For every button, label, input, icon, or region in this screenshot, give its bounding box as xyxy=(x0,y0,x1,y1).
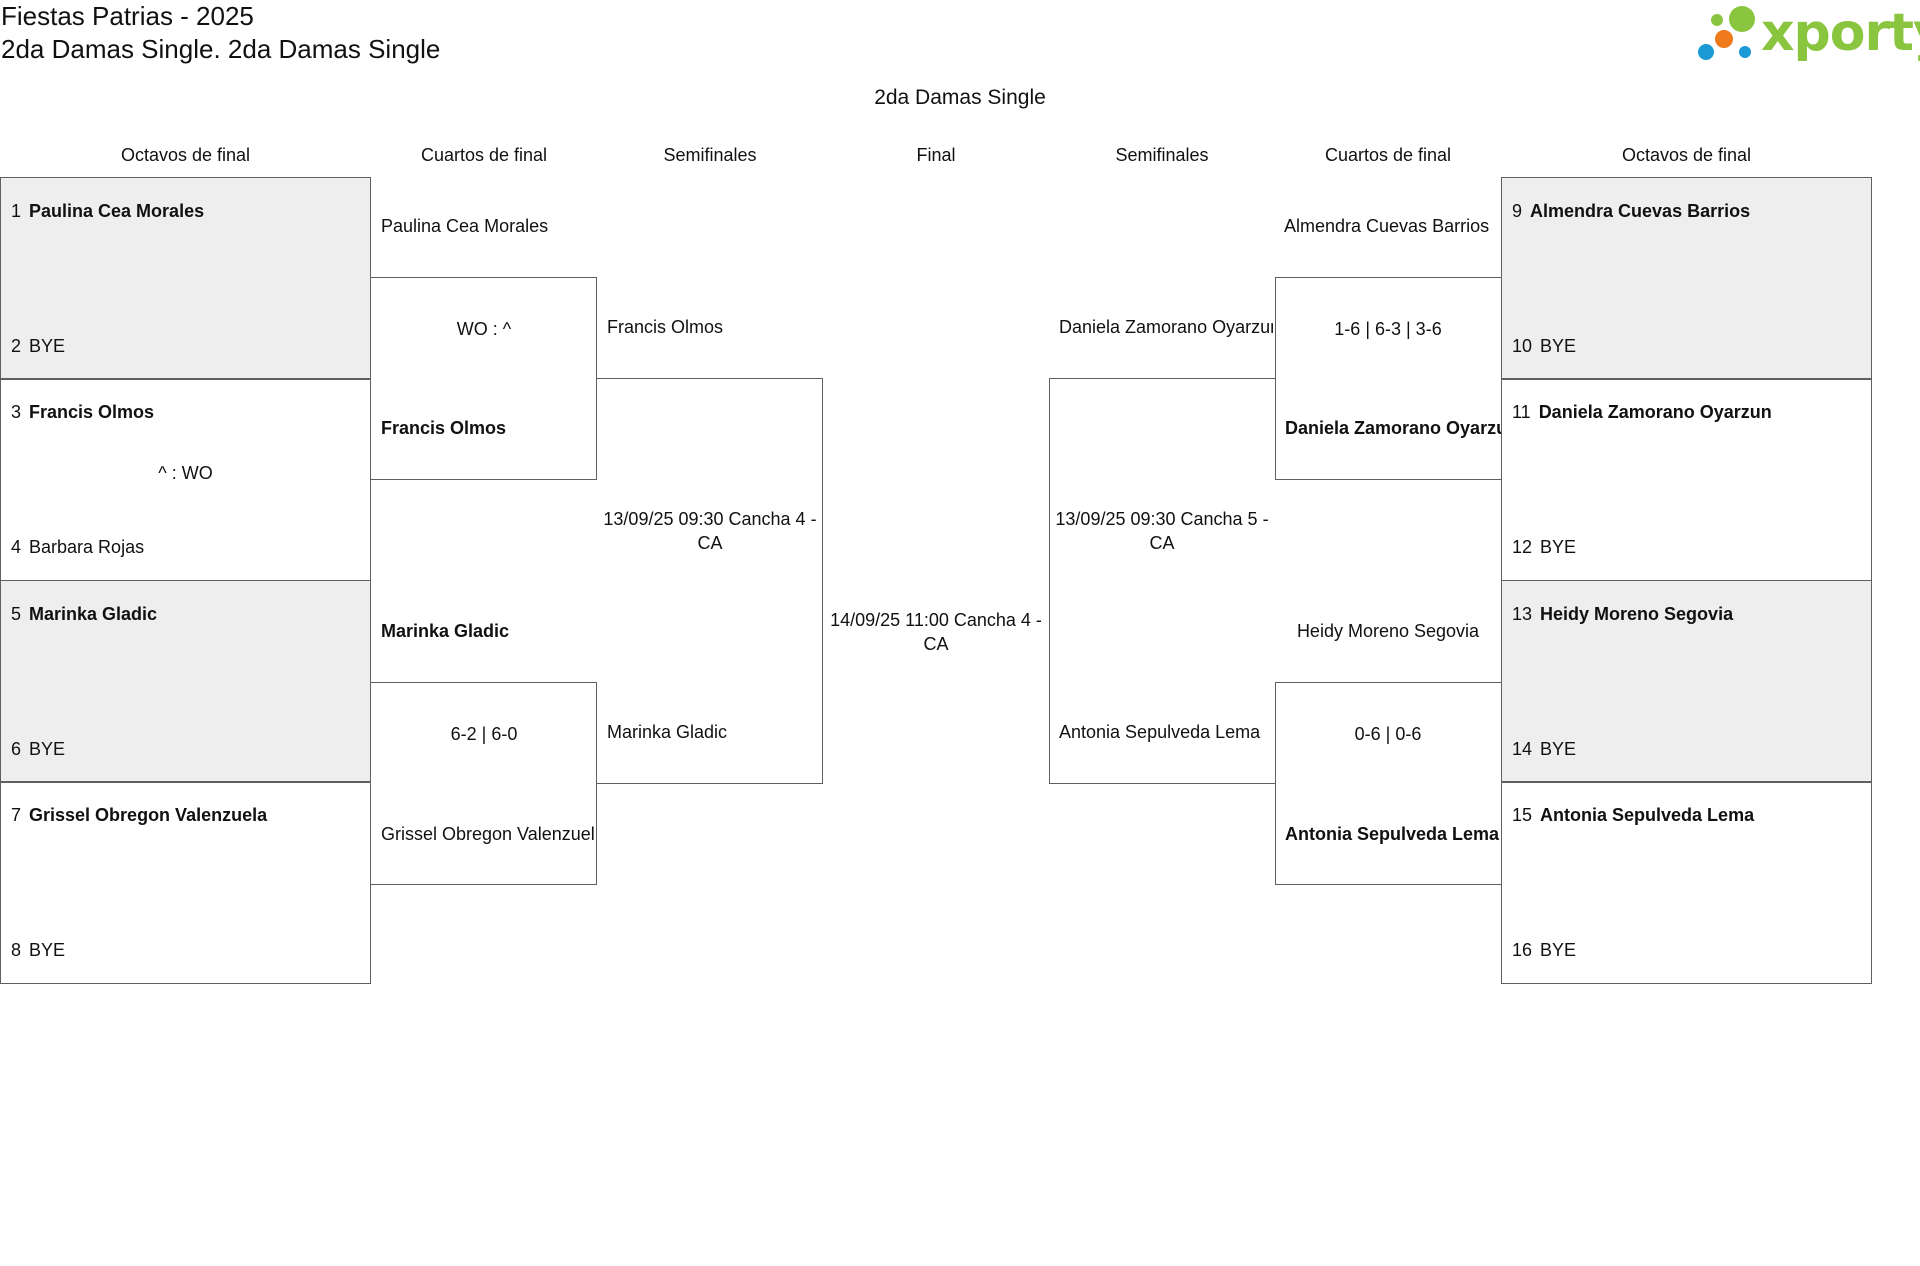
player-slot[interactable]: 15 Antonia Sepulveda Lema xyxy=(1512,803,1754,827)
player-name: Francis Olmos xyxy=(29,402,155,422)
seed-number: 13 xyxy=(1512,604,1533,624)
match-octavos-2[interactable]: 3 Francis Olmos ^ : WO 4 Barbara Rojas xyxy=(0,378,371,581)
player-slot[interactable]: 10 BYE xyxy=(1512,334,1576,358)
player-slot[interactable]: 11 Daniela Zamorano Oyarzun xyxy=(1512,400,1772,424)
player-name: Marinka Gladic xyxy=(29,604,158,624)
match-score: 1-6 | 6-3 | 3-6 xyxy=(1334,319,1442,339)
match-octavos-6[interactable]: 11 Daniela Zamorano Oyarzun 12 BYE xyxy=(1501,378,1872,581)
player-name: Daniela Zamorano Oyarzun xyxy=(1538,402,1772,422)
match-schedule: 13/09/25 09:30 Cancha 4 - CA xyxy=(603,509,817,553)
seed-number: 11 xyxy=(1512,402,1531,422)
logo-dot-blue-small xyxy=(1739,46,1751,58)
player-name: BYE xyxy=(1540,940,1577,960)
player-slot[interactable]: 2 BYE xyxy=(11,334,65,358)
player-slot[interactable]: 6 BYE xyxy=(11,737,65,761)
player-name[interactable]: Paulina Cea Morales xyxy=(381,216,549,236)
player-name: BYE xyxy=(29,940,66,960)
player-name[interactable]: Almendra Cuevas Barrios xyxy=(1284,216,1490,236)
final-schedule: 14/09/25 11:00 Cancha 4 - CA xyxy=(830,610,1042,654)
player-name: BYE xyxy=(29,739,66,759)
player-slot[interactable]: 5 Marinka Gladic xyxy=(11,602,157,626)
player-slot[interactable]: 7 Grissel Obregon Valenzuela xyxy=(11,803,267,827)
player-name: BYE xyxy=(1540,336,1577,356)
bracket-connector-cuartos-2 xyxy=(371,682,597,885)
player-slot[interactable]: 3 Francis Olmos xyxy=(11,400,154,424)
seed-number: 12 xyxy=(1512,537,1533,557)
bracket-connector-semis-left xyxy=(597,378,823,784)
match-score: 6-2 | 6-0 xyxy=(450,724,518,744)
round-title-final: Final xyxy=(916,145,956,165)
round-title-semis-right: Semifinales xyxy=(1115,145,1209,165)
category-title: 2da Damas Single. 2da Damas Single xyxy=(1,34,441,64)
match-score: ^ : WO xyxy=(158,463,213,483)
logo-wordmark: xporty xyxy=(1761,3,1920,63)
match-octavos-1[interactable]: 1 Paulina Cea Morales 2 BYE xyxy=(0,177,371,380)
match-octavos-3[interactable]: 5 Marinka Gladic 6 BYE xyxy=(0,580,371,783)
player-name: Antonia Sepulveda Lema xyxy=(1540,805,1755,825)
match-octavos-8[interactable]: 15 Antonia Sepulveda Lema 16 BYE xyxy=(1501,781,1872,984)
bracket-connector-cuartos-4 xyxy=(1275,682,1501,885)
logo-dot-green-large xyxy=(1729,6,1755,32)
player-name[interactable]: Grissel Obregon Valenzuela xyxy=(381,824,595,844)
seed-number: 2 xyxy=(11,336,22,356)
player-name[interactable]: Antonia Sepulveda Lema xyxy=(1059,722,1261,742)
player-name[interactable]: Francis Olmos xyxy=(607,317,724,337)
seed-number: 5 xyxy=(11,604,22,624)
player-name: Paulina Cea Morales xyxy=(29,201,205,221)
player-name[interactable]: Antonia Sepulveda Lema xyxy=(1285,824,1500,844)
xporty-logo[interactable]: xporty xyxy=(1695,3,1920,66)
seed-number: 14 xyxy=(1512,739,1533,759)
match-score: WO : ^ xyxy=(456,319,512,339)
seed-number: 6 xyxy=(11,739,22,759)
round-title-cuartos-left: Cuartos de final xyxy=(420,145,548,165)
seed-number: 3 xyxy=(11,402,22,422)
player-slot[interactable]: 1 Paulina Cea Morales xyxy=(11,199,204,223)
seed-number: 16 xyxy=(1512,940,1533,960)
seed-number: 10 xyxy=(1512,336,1533,356)
match-score: 0-6 | 0-6 xyxy=(1354,724,1422,744)
player-name[interactable]: Francis Olmos xyxy=(381,418,507,438)
player-name[interactable]: Heidy Moreno Segovia xyxy=(1296,621,1480,641)
player-slot[interactable]: 8 BYE xyxy=(11,938,65,962)
seed-number: 1 xyxy=(11,201,22,221)
match-schedule: 13/09/25 09:30 Cancha 5 - CA xyxy=(1055,509,1269,553)
player-name: Barbara Rojas xyxy=(29,537,145,557)
player-slot[interactable]: 14 BYE xyxy=(1512,737,1576,761)
round-title-cuartos-right: Cuartos de final xyxy=(1324,145,1452,165)
logo-dot-blue-large xyxy=(1698,44,1714,60)
draw-title: 2da Damas Single xyxy=(874,86,1046,109)
logo-dot-orange xyxy=(1715,30,1733,48)
round-title-octavos-right: Octavos de final xyxy=(1621,145,1752,165)
match-octavos-5[interactable]: 9 Almendra Cuevas Barrios 10 BYE xyxy=(1501,177,1872,380)
seed-number: 4 xyxy=(11,537,22,557)
player-name[interactable]: Marinka Gladic xyxy=(607,722,728,742)
match-octavos-7[interactable]: 13 Heidy Moreno Segovia 14 BYE xyxy=(1501,580,1872,783)
bracket-connector-cuartos-1 xyxy=(371,277,597,480)
player-name: BYE xyxy=(1540,739,1577,759)
seed-number: 9 xyxy=(1512,201,1523,221)
bracket-connector-semis-right xyxy=(1049,378,1275,784)
round-title-octavos-left: Octavos de final xyxy=(120,145,251,165)
player-slot[interactable]: 9 Almendra Cuevas Barrios xyxy=(1512,199,1750,223)
seed-number: 15 xyxy=(1512,805,1533,825)
round-title-semis-left: Semifinales xyxy=(663,145,757,165)
player-name[interactable]: Daniela Zamorano Oyarzun xyxy=(1285,418,1501,438)
player-name: BYE xyxy=(1540,537,1577,557)
player-name: BYE xyxy=(29,336,66,356)
seed-number: 7 xyxy=(11,805,22,825)
tournament-title: Fiestas Patrias - 2025 xyxy=(1,1,254,31)
bracket-connector-cuartos-3 xyxy=(1275,277,1501,480)
player-slot[interactable]: 16 BYE xyxy=(1512,938,1576,962)
seed-number: 8 xyxy=(11,940,22,960)
match-octavos-4[interactable]: 7 Grissel Obregon Valenzuela 8 BYE xyxy=(0,781,371,984)
player-name: Grissel Obregon Valenzuela xyxy=(29,805,268,825)
logo-dot-green-small xyxy=(1711,14,1723,26)
player-name[interactable]: Marinka Gladic xyxy=(381,621,510,641)
player-name[interactable]: Daniela Zamorano Oyarzun xyxy=(1059,317,1273,337)
player-name: Almendra Cuevas Barrios xyxy=(1530,201,1751,221)
player-slot[interactable]: 12 BYE xyxy=(1512,535,1576,559)
player-name: Heidy Moreno Segovia xyxy=(1540,604,1734,624)
player-slot[interactable]: 13 Heidy Moreno Segovia xyxy=(1512,602,1733,626)
player-slot[interactable]: 4 Barbara Rojas xyxy=(11,535,144,559)
